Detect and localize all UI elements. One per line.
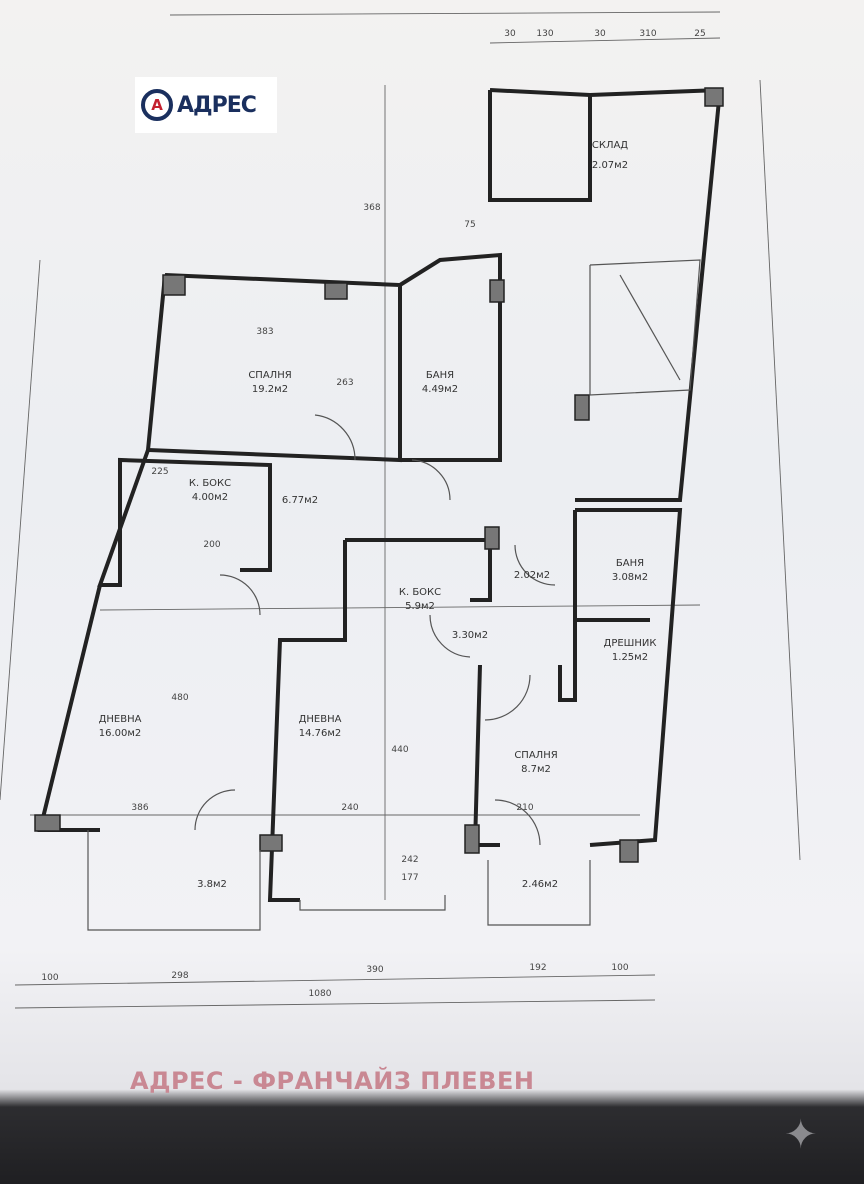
- stairs: [589, 259, 701, 396]
- dim-text: 192: [529, 963, 546, 973]
- dimension-lines: [0, 11, 801, 1009]
- dim-text: 240: [341, 803, 358, 813]
- room-area: 4.49м2: [422, 384, 458, 395]
- dim-text: 75: [464, 220, 475, 230]
- room-name: БАНЯ: [426, 370, 454, 381]
- room-name: К. БОКС: [189, 478, 231, 489]
- dim-text: 30: [594, 29, 606, 39]
- room-area: 4.00м2: [192, 492, 228, 503]
- dim-text: 25: [694, 29, 705, 39]
- dim-text: 263: [336, 378, 353, 388]
- room-name: ДНЕВНА: [99, 714, 142, 725]
- room-labels: СПАЛНЯ 19.2м2 БАНЯ 4.49м2 6.77м2 К. БОКС…: [99, 140, 657, 890]
- dim-text: 30: [504, 29, 516, 39]
- room-name: К. БОКС: [399, 587, 441, 598]
- dim-text: 200: [203, 540, 220, 550]
- room-area: 3.08м2: [612, 572, 648, 583]
- dim-text: 298: [171, 971, 188, 981]
- logo-mark-icon: А: [141, 89, 173, 121]
- dim-text: 130: [536, 29, 553, 39]
- room-area: 19.2м2: [252, 384, 288, 395]
- logo: А АДРЕС: [135, 77, 277, 133]
- room-area: 2.07м2: [592, 160, 628, 171]
- room-name: БАНЯ: [616, 558, 644, 569]
- room-area: 8.7м2: [521, 764, 551, 775]
- dim-text: 390: [366, 965, 383, 975]
- dim-text: 1080: [309, 989, 332, 999]
- dim-text: 100: [611, 963, 628, 973]
- dim-text: 310: [639, 29, 656, 39]
- dim-text: 368: [363, 203, 380, 213]
- dim-text: 242: [401, 855, 418, 865]
- room-area: 3.8м2: [197, 879, 227, 890]
- room-name: СКЛАД: [592, 140, 628, 151]
- room-area: 3.30м2: [452, 630, 488, 641]
- dim-text: 383: [256, 327, 273, 337]
- dim-text: 177: [401, 873, 418, 883]
- room-area: 16.00м2: [99, 728, 142, 739]
- dim-text: 100: [41, 973, 58, 983]
- room-area: 6.77м2: [282, 495, 318, 506]
- room-name: ДНЕВНА: [299, 714, 342, 725]
- dim-text: 440: [391, 745, 408, 755]
- room-name: СПАЛНЯ: [248, 370, 291, 381]
- dim-text: 225: [151, 467, 168, 477]
- room-area: 14.76м2: [299, 728, 342, 739]
- dim-text: 480: [171, 693, 188, 703]
- dim-text: 386: [131, 803, 148, 813]
- room-name: ДРЕШНИК: [604, 638, 657, 649]
- balconies: [87, 830, 591, 931]
- room-area: 2.02м2: [514, 570, 550, 581]
- dim-text: 210: [516, 803, 533, 813]
- room-name: СПАЛНЯ: [514, 750, 557, 761]
- doors: [194, 414, 556, 846]
- walls: [34, 87, 724, 902]
- room-area: 5.9м2: [405, 601, 435, 612]
- logo-text: АДРЕС: [177, 92, 257, 118]
- room-area: 1.25м2: [612, 652, 648, 663]
- dimension-labels: 100 298 390 192 100 1080 30 130 30 310 2…: [41, 29, 705, 999]
- watermark-text: АДРЕС - ФРАНЧАЙЗ ПЛЕВЕН: [130, 1067, 535, 1095]
- sparkle-icon: ✦: [784, 1112, 818, 1158]
- room-area: 2.46м2: [522, 879, 558, 890]
